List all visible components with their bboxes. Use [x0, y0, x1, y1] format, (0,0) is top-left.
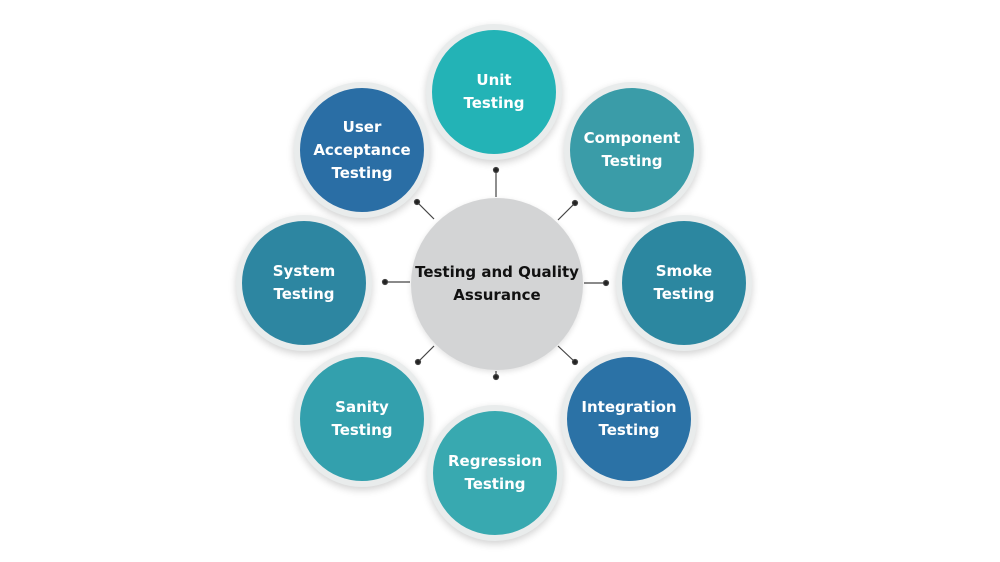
connector-dot: [602, 279, 610, 287]
node-label: Unit Testing: [463, 71, 525, 112]
center-label: Testing and Quality Assurance: [415, 263, 579, 304]
node-label: Integration Testing: [581, 398, 677, 439]
node-regression-testing: Regression Testing: [427, 405, 563, 541]
connector-dot: [492, 373, 500, 381]
node-sanity-testing: Sanity Testing: [294, 351, 430, 487]
node-label: Regression Testing: [447, 452, 542, 493]
node-label: User Acceptance Testing: [313, 117, 411, 182]
node-component-testing: Component Testing: [564, 82, 700, 218]
node-label: Sanity Testing: [331, 398, 393, 439]
node-unit-testing: Unit Testing: [426, 24, 562, 160]
connector-dot: [381, 278, 389, 286]
node-user-acceptance-testing: User Acceptance Testing: [294, 82, 430, 218]
center-hub: Testing and Quality Assurance: [411, 198, 583, 370]
connector-dot: [492, 166, 500, 174]
connector-dot: [413, 198, 421, 206]
connector-dot: [571, 358, 579, 366]
node-system-testing: System Testing: [236, 215, 372, 351]
node-integration-testing: Integration Testing: [561, 351, 697, 487]
node-label: System Testing: [272, 262, 336, 303]
node-label: Component Testing: [583, 129, 681, 170]
connector-dot: [571, 199, 579, 207]
node-smoke-testing: Smoke Testing: [616, 215, 752, 351]
connector-dot: [414, 358, 422, 366]
node-label: Smoke Testing: [653, 262, 715, 303]
